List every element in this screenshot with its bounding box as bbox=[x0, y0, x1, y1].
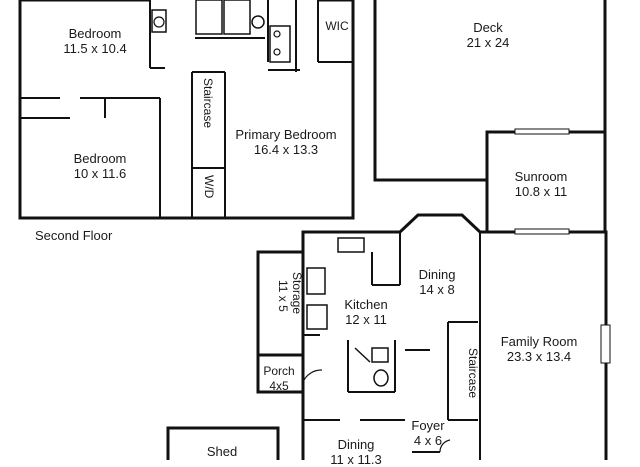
room-size: 10.8 x 11 bbox=[514, 184, 568, 199]
room-label-kitchen: Kitchen 12 x 11 bbox=[344, 297, 387, 327]
room-name: Sunroom bbox=[514, 169, 568, 184]
room-label-sunroom: Sunroom 10.8 x 11 bbox=[515, 169, 568, 199]
room-name: Dining bbox=[418, 267, 456, 282]
room-name: Kitchen bbox=[344, 297, 388, 312]
room-size: 10 x 11.6 bbox=[73, 166, 127, 181]
room-name: Dining bbox=[337, 437, 375, 452]
room-label-dining-lower: Dining 11 x 11.3 bbox=[330, 437, 382, 467]
room-label-foyer: Foyer 4 x 6 bbox=[411, 418, 444, 448]
shed-outline bbox=[166, 426, 280, 460]
storage-size-label: 11 x 5 bbox=[276, 280, 290, 312]
room-label-bedroom-1: Bedroom 11.5 x 10.4 bbox=[63, 26, 126, 56]
main-floor-outline bbox=[301, 213, 608, 460]
room-label-family-room: Family Room 23.3 x 13.4 bbox=[501, 334, 578, 364]
wd-label: W/D bbox=[202, 175, 216, 199]
wic-label: WIC bbox=[325, 19, 349, 33]
floor-title: Second Floor bbox=[35, 228, 113, 243]
room-name: Porch bbox=[263, 364, 295, 378]
room-name: Primary Bedroom bbox=[235, 127, 337, 142]
room-name: Family Room bbox=[500, 334, 578, 349]
room-size: 4x5 bbox=[269, 379, 289, 393]
room-name: Deck bbox=[473, 20, 503, 35]
storage-label: Storage bbox=[290, 272, 304, 315]
room-name: Foyer bbox=[411, 418, 445, 433]
room-name: Bedroom bbox=[68, 26, 122, 41]
room-label-primary-bedroom: Primary Bedroom 16.4 x 13.3 bbox=[235, 127, 336, 157]
second-floor-outline bbox=[18, 0, 355, 220]
room-label-shed: Shed bbox=[207, 444, 237, 459]
porch-outline bbox=[256, 353, 305, 394]
room-label-deck: Deck 21 x 24 bbox=[467, 20, 510, 50]
room-size: 12 x 11 bbox=[345, 312, 387, 327]
room-name: Bedroom bbox=[73, 151, 127, 166]
room-size: 21 x 24 bbox=[466, 35, 510, 50]
room-size: 14 x 8 bbox=[419, 282, 455, 297]
room-label-dining-upper: Dining 14 x 8 bbox=[419, 267, 456, 297]
staircase-label-upper: Staircase bbox=[201, 78, 215, 129]
room-label-porch: Porch 4x5 bbox=[263, 364, 294, 394]
room-name: Shed bbox=[206, 444, 238, 459]
room-size: 16.4 x 13.3 bbox=[253, 142, 319, 157]
staircase-label-lower: Staircase bbox=[466, 348, 480, 399]
room-label-bedroom-2: Bedroom 10 x 11.6 bbox=[74, 151, 127, 181]
room-size: 4 x 6 bbox=[413, 433, 443, 448]
room-size: 11.5 x 10.4 bbox=[63, 41, 127, 56]
room-size: 23.3 x 13.4 bbox=[506, 349, 572, 364]
